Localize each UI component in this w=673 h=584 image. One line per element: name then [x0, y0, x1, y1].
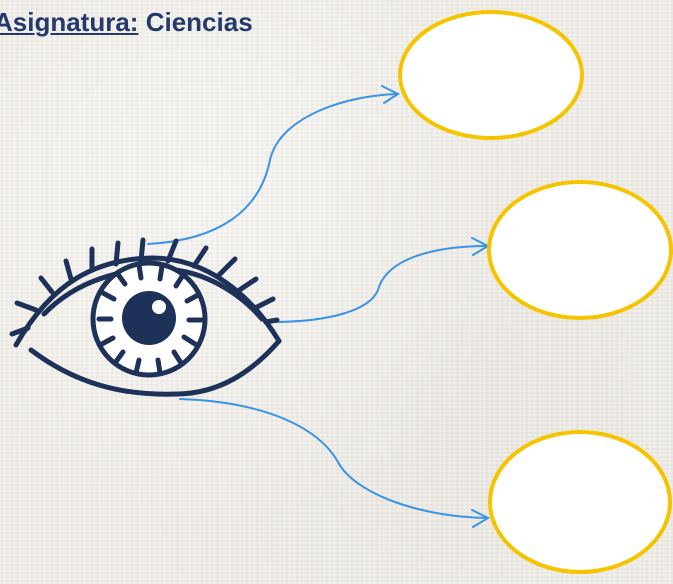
- arrowhead-top: [381, 85, 401, 104]
- page-title: Asignatura: Ciencias: [0, 6, 253, 38]
- target-ellipse-3: [488, 430, 672, 574]
- iris-ring: [90, 260, 208, 378]
- connector-middle: [271, 245, 489, 323]
- title-subject: Ciencias: [145, 7, 253, 37]
- target-ellipse-2: [487, 180, 673, 320]
- connector-bottom: [179, 398, 489, 519]
- eye-upper-lid: [13, 255, 282, 348]
- pupil-highlight: [152, 300, 166, 314]
- target-ellipses: [398, 10, 673, 574]
- eye-icon: [9, 237, 282, 397]
- iris-strokes: [96, 262, 204, 376]
- target-ellipse-1: [398, 10, 584, 140]
- arrowhead-bottom: [471, 509, 491, 528]
- connector-top: [147, 93, 399, 245]
- eye-lower-lid: [28, 338, 282, 397]
- pupil: [122, 291, 176, 345]
- eye-lashes: [9, 237, 280, 337]
- title-prefix: Asignatura:: [0, 7, 139, 37]
